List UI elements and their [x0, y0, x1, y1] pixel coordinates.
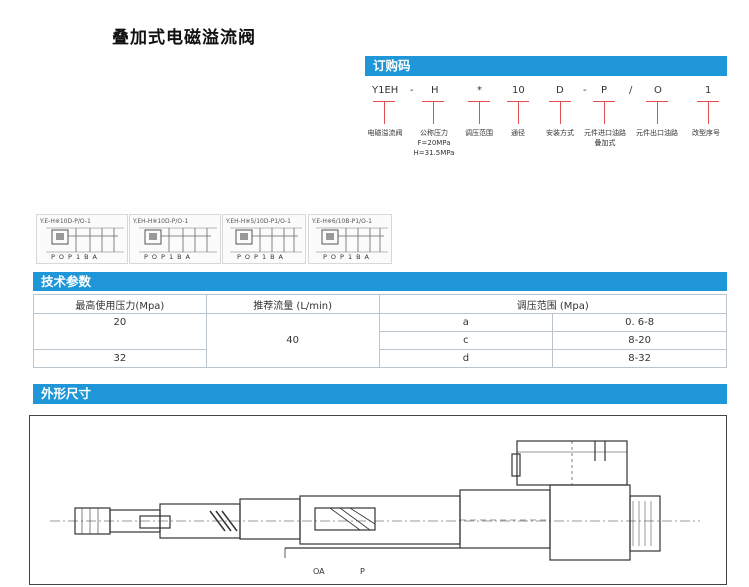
- port-labels: POP1BA: [51, 253, 101, 261]
- cell-range-code: a: [378, 313, 554, 332]
- tech-params-header: 技术参数: [33, 272, 727, 291]
- desc-mounting: 安装方式: [546, 129, 574, 137]
- code-mount: D: [556, 85, 564, 96]
- cell-range-value: 8-32: [552, 349, 727, 368]
- connector-line: [657, 101, 658, 124]
- cell-range-value: 8-20: [552, 331, 727, 350]
- hydraulic-symbols: Y.E-H※10D-P/O-1 POP1BA Y.EH-H※10D-P/O-1: [36, 214, 392, 264]
- col-header-flow: 推荐流量 (L/min): [205, 294, 380, 314]
- port-label-p: P: [360, 567, 365, 576]
- valve-symbol-icon: [139, 227, 217, 253]
- code-outlet: O: [654, 85, 662, 96]
- valve-outline-drawing: OA P: [50, 440, 700, 576]
- cell-range-code: c: [378, 331, 554, 350]
- connector-line: [433, 101, 434, 124]
- code-dash: -: [410, 85, 414, 96]
- order-code-header: 订购码: [365, 56, 727, 76]
- port-label-oa: OA: [313, 567, 325, 576]
- table-row: 20 40 a 0. 6-8: [33, 313, 727, 368]
- symbol-label: Y.E-H※10D-P/O-1: [40, 218, 91, 225]
- desc-valve-type: 电磁溢流阀: [367, 129, 403, 137]
- connector-line: [560, 101, 561, 124]
- code-slash: /: [629, 85, 633, 96]
- code-inlet: P: [601, 85, 608, 96]
- dimension-drawing: OA P: [29, 415, 727, 585]
- cell-flow: 40: [205, 313, 380, 368]
- port-labels: POP1BA: [144, 253, 194, 261]
- desc-outlet-line: 元件出口油路: [636, 129, 678, 137]
- code-range: *: [477, 85, 482, 96]
- valve-symbol-icon: [230, 227, 302, 253]
- table-row: 32 d 8-32: [33, 349, 727, 368]
- symbol-label: Y.E-H※6/10B-P1/O-1: [312, 218, 372, 225]
- desc-inlet-line: 元件进口油路 叠加式: [584, 129, 626, 147]
- code-revision: 1: [705, 85, 712, 96]
- symbol-label: Y.EH-H※5/10D-P1/O-1: [226, 218, 291, 225]
- connector-line: [604, 101, 605, 124]
- symbol-box: Y.E-H※6/10B-P1/O-1 POP1BA: [308, 214, 392, 264]
- port-labels: POP1BA: [323, 253, 373, 261]
- valve-symbol-icon: [316, 227, 388, 253]
- col-header-max-pressure: 最高使用压力(Mpa): [33, 294, 207, 314]
- valve-symbol-icon: [46, 227, 124, 253]
- dimensions-header: 外形尺寸: [33, 384, 727, 404]
- symbol-box: Y.EH-H※10D-P/O-1 POP1BA: [129, 214, 221, 264]
- desc-size: 通径: [511, 129, 525, 137]
- cell-pressure: 32: [33, 349, 207, 368]
- col-header-range: 调压范围 (Mpa): [378, 294, 728, 314]
- page-title: 叠加式电磁溢流阀: [112, 28, 256, 48]
- code-model: Y1EH: [372, 85, 399, 96]
- desc-revision: 改型序号: [692, 129, 720, 137]
- desc-nominal-pressure: 公称压力 F=20MPa H=31.5MPa: [413, 129, 455, 157]
- code-pressure: H: [431, 85, 439, 96]
- symbol-label: Y.EH-H※10D-P/O-1: [133, 218, 189, 225]
- symbol-box: Y.EH-H※5/10D-P1/O-1 POP1BA: [222, 214, 306, 264]
- cell-range-code: d: [378, 349, 554, 368]
- cell-range-value: 0. 6-8: [552, 313, 727, 332]
- connector-line: [384, 101, 385, 124]
- connector-line: [708, 101, 709, 124]
- port-labels: POP1BA: [237, 253, 287, 261]
- code-dash: -: [583, 85, 587, 96]
- symbol-box: Y.E-H※10D-P/O-1 POP1BA: [36, 214, 128, 264]
- tech-params-table: 最高使用压力(Mpa) 推荐流量 (L/min) 调压范围 (Mpa) 20 4…: [33, 294, 728, 368]
- table-header-row: 最高使用压力(Mpa) 推荐流量 (L/min) 调压范围 (Mpa): [33, 294, 728, 314]
- connector-line: [479, 101, 480, 124]
- code-size: 10: [512, 85, 525, 96]
- connector-line: [518, 101, 519, 124]
- cell-pressure: 20: [33, 313, 207, 350]
- table-row: c 8-20: [34, 331, 727, 350]
- order-code-row: Y1EH - H * 10 D - P / O 1: [365, 85, 727, 99]
- desc-pressure-range: 调压范围: [465, 129, 493, 137]
